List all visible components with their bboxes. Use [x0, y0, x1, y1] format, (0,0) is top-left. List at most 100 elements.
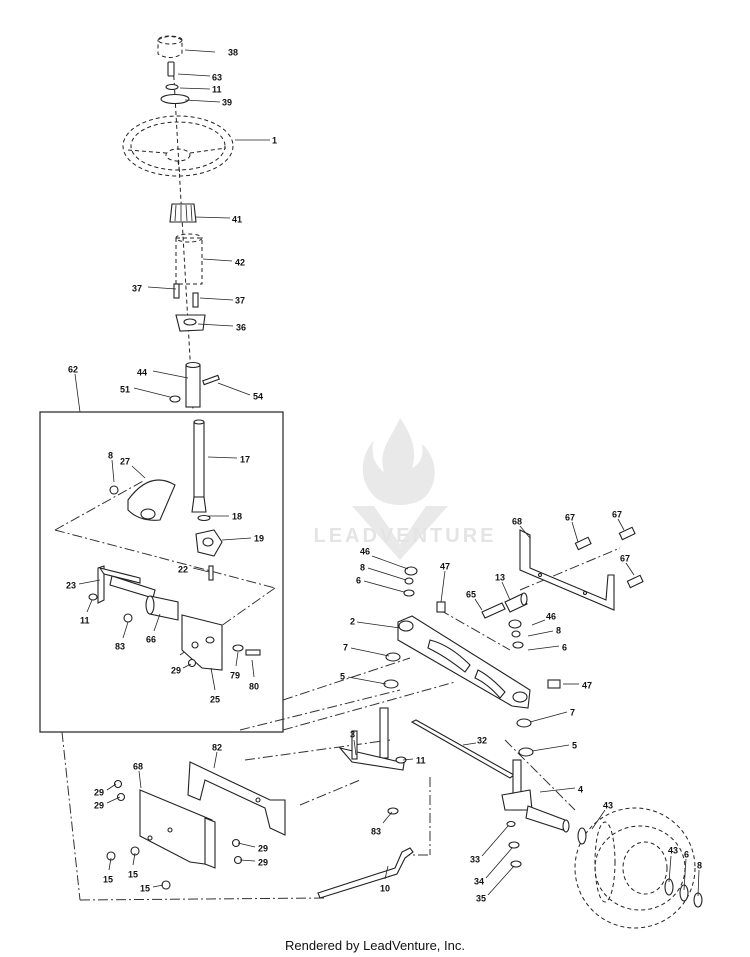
part-washer-34: [508, 841, 520, 849]
part-fitting-47-right: [547, 679, 561, 689]
front-axle-group: [383, 526, 644, 757]
callout-c54: 54: [253, 391, 263, 401]
callout-c36: 36: [236, 322, 246, 332]
callout-c18: 18: [232, 511, 242, 521]
callout-c68b: 68: [512, 516, 522, 526]
callout-c42: 42: [235, 257, 245, 267]
leader-line-c41: [194, 216, 231, 219]
leader-line-c6a: [363, 580, 405, 593]
leader-line-c43a: [591, 809, 606, 830]
leader-line-c80: [251, 659, 255, 678]
part-bracket-82: [187, 761, 286, 836]
phantom-lines: [61, 547, 621, 901]
callout-c29e: 29: [258, 857, 268, 867]
part-bellows-42: [175, 233, 203, 285]
part-cap-46-right: [508, 619, 522, 629]
part-nut-29-inset: [187, 658, 197, 668]
part-steering-wheel: [122, 115, 234, 177]
leader-line-c25: [210, 667, 216, 691]
part-washer-11: [165, 83, 179, 91]
callout-c8b: 8: [360, 562, 365, 572]
leader-line-c46b: [531, 619, 546, 626]
part-shaft-17: [191, 419, 207, 513]
leader-line-c46a: [371, 555, 409, 570]
leader-line-c15b: [132, 852, 136, 866]
leadventure-logo-icon: [352, 418, 448, 560]
leader-line-c22: [192, 567, 210, 573]
part-drag-link-10: [317, 847, 414, 899]
callout-c7a: 7: [343, 642, 348, 652]
part-washer-5-right: [518, 747, 534, 757]
leader-line-c29d: [237, 842, 256, 848]
leader-line-c44: [152, 370, 189, 379]
leader-line-c13: [501, 581, 511, 601]
part-cap: [157, 35, 183, 58]
part-plate-68-left: [139, 789, 216, 869]
leader-line-c66: [153, 613, 161, 632]
leader-line-c42: [202, 258, 233, 262]
callout-c83b: 83: [371, 826, 381, 836]
leader-line-c17: [207, 456, 238, 459]
leader-line-c47a: [440, 570, 446, 603]
leader-line-c43b: [668, 855, 672, 883]
leader-line-c67a: [571, 521, 579, 543]
leader-line-c39: [184, 99, 221, 103]
leader-line-c65: [474, 598, 483, 611]
leader-line-c5b: [531, 744, 570, 752]
part-nut-29-b: [116, 792, 126, 802]
callout-c67a: 67: [565, 512, 575, 522]
part-bolt-63: [167, 61, 175, 77]
callout-c3: 3: [350, 729, 355, 739]
inset-frame-62: [39, 411, 284, 733]
leader-line-c51: [133, 387, 171, 398]
leader-line-c62: [74, 373, 81, 413]
callout-c6b: 6: [562, 642, 567, 652]
leader-line-c11a: [179, 87, 211, 90]
part-bolt-67-a: [574, 536, 592, 551]
part-bolt-67-c: [626, 574, 644, 589]
part-washer-79: [232, 644, 244, 652]
leader-line-c29c: [106, 796, 121, 804]
leader-line-c8a: [111, 459, 115, 483]
part-shaft-44: [185, 361, 201, 408]
leader-line-c5a: [347, 676, 387, 685]
callout-c15b: 15: [128, 869, 138, 879]
leader-line-c3: [353, 739, 357, 756]
callout-c33: 33: [470, 854, 480, 864]
leader-line-c68b: [519, 525, 531, 539]
callout-c29d: 29: [258, 843, 268, 853]
spindle-group: [317, 707, 570, 899]
part-wheel: [574, 807, 696, 929]
part-pin-54: [202, 374, 220, 386]
part-bracket-23: [97, 565, 141, 604]
leader-line-c11c: [402, 758, 414, 761]
leader-line-c37b: [199, 297, 234, 301]
leader-line-c38: [184, 49, 216, 53]
part-spindle-4: [501, 759, 570, 833]
part-nut-8-right: [511, 630, 521, 638]
callout-c41: 41: [232, 214, 242, 224]
leader-line-c83a: [122, 621, 129, 639]
leader-line-c10: [384, 865, 389, 880]
callout-c5a: 5: [340, 671, 345, 681]
callout-c68a: 68: [133, 761, 143, 771]
leader-line-c4: [539, 787, 576, 793]
callout-c43a: 43: [603, 800, 613, 810]
part-fitting-47-left: [436, 601, 446, 613]
leader-line-c6c: [683, 858, 687, 891]
callout-c11b: 11: [80, 615, 90, 625]
part-washer-33: [506, 820, 516, 828]
part-bolt-67-b: [618, 526, 636, 541]
part-pivot-13: [504, 592, 528, 613]
callout-c6c: 6: [684, 849, 689, 859]
leader-line-c34: [485, 847, 513, 879]
callout-c65: 65: [466, 589, 476, 599]
part-washer-7-left: [385, 652, 401, 662]
leader-line-c33: [481, 825, 509, 857]
leader-line-c29a: [182, 663, 192, 669]
callout-c29a: 29: [171, 665, 181, 675]
leader-line-c29b: [106, 783, 117, 791]
part-nut-15-c: [161, 880, 171, 890]
